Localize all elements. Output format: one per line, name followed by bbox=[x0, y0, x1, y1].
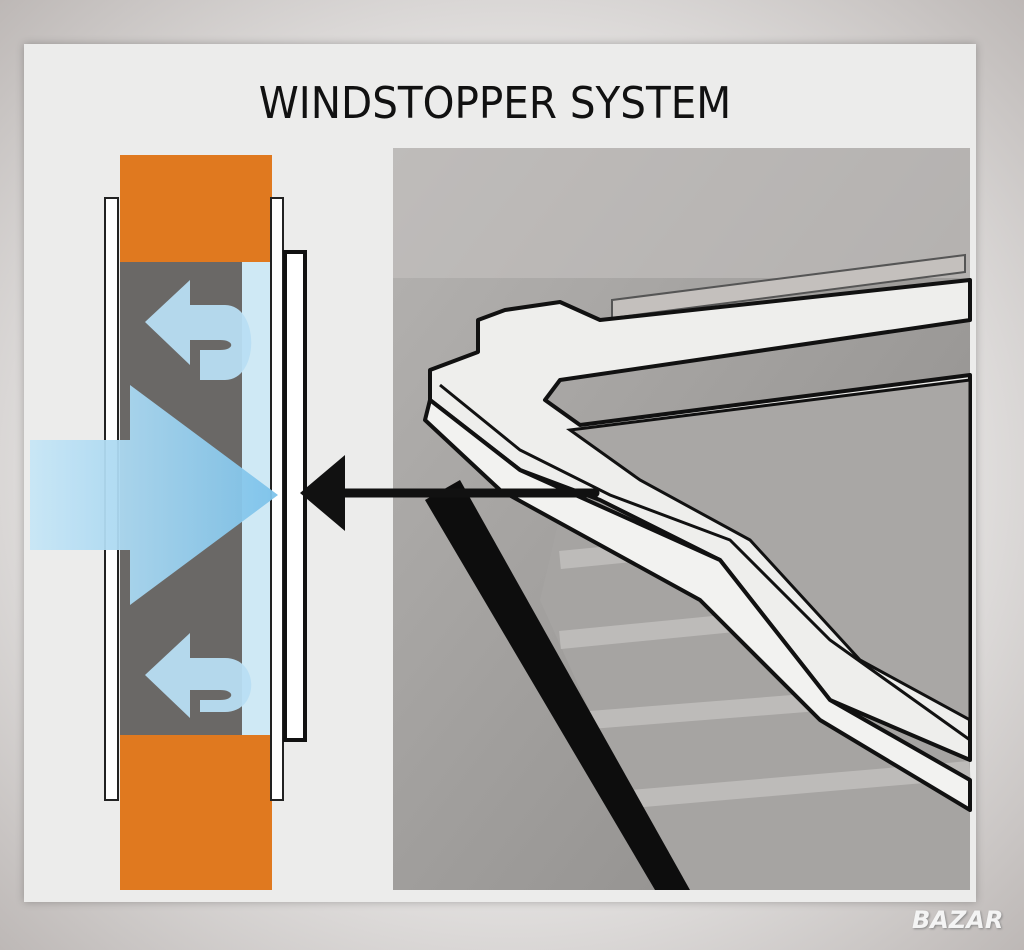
pointer-arrow-icon bbox=[300, 455, 600, 531]
brick-top bbox=[120, 155, 272, 262]
air-recirculation-arrow-icon bbox=[145, 280, 252, 718]
window-profile bbox=[283, 250, 307, 742]
window-sash-shadow bbox=[425, 480, 690, 890]
wall-cross-section bbox=[30, 155, 600, 890]
wind-arrow-icon bbox=[30, 385, 278, 605]
watermark-logo: BAZAR bbox=[912, 906, 1004, 934]
brick-bottom bbox=[120, 735, 272, 890]
diagram-title: WINDSTOPPER SYSTEM bbox=[258, 78, 732, 129]
window-photo bbox=[393, 148, 972, 890]
